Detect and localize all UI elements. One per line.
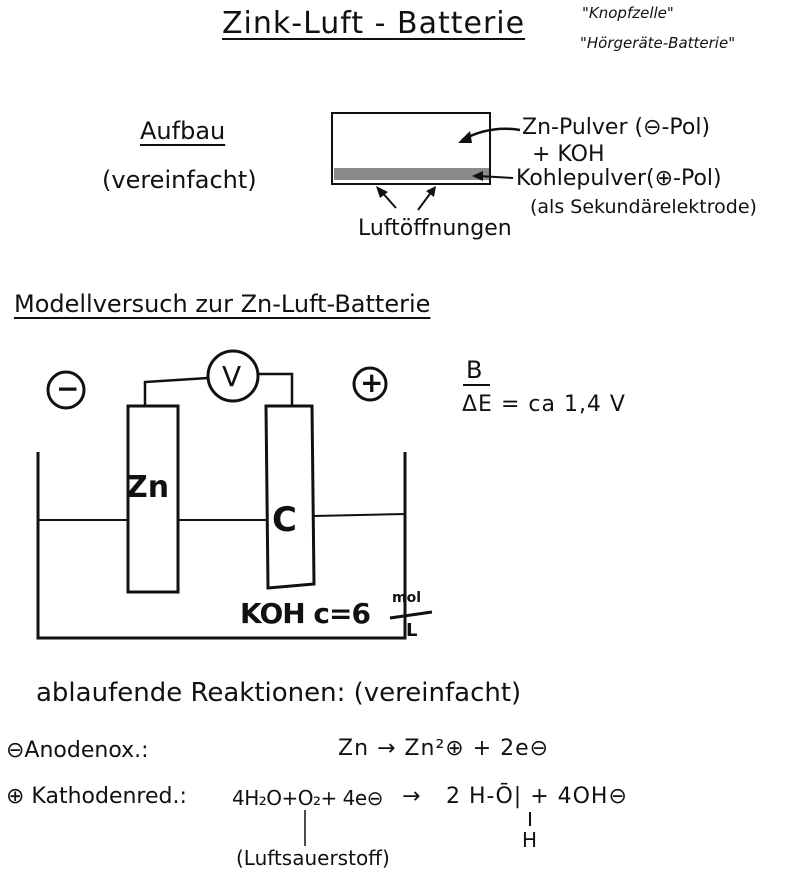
zinc-electrode [126, 404, 180, 594]
arrow-luft-right [417, 190, 433, 211]
unit-numerator: mol [392, 590, 422, 606]
anode-equation: Zn → Zn²⊕ + 2e⊖ [338, 736, 550, 761]
label-koh: + KOH [532, 142, 605, 167]
luftsauerstoff-note: (Luftsauerstoff) [236, 846, 390, 870]
wire-right [258, 372, 294, 405]
plus-pole-label: + [360, 366, 384, 399]
unit-denominator: L [406, 620, 418, 641]
label-zn-pulver: Zn-Pulver (⊖-Pol) [522, 115, 711, 140]
label-kohlepulver: Kohlepulver(⊕-Pol) [516, 166, 722, 191]
unit-fraction-line [389, 610, 433, 620]
kathode-hydrogen: H [522, 828, 538, 852]
carbon-powder-layer [334, 168, 489, 180]
minus-pole-label: − [56, 372, 80, 405]
minus-pole-icon [46, 370, 86, 410]
observation-label: B [466, 356, 483, 384]
electrode-c-label: C [272, 500, 297, 540]
title-alias-knopfzelle: "Knopfzelle" [582, 4, 674, 22]
kathode-label: ⊕ Kathodenred.: [6, 784, 187, 809]
electrolyte-label: KOH c=6 [240, 597, 371, 630]
wire-left [143, 376, 209, 405]
anode-label: ⊖Anodenox.: [6, 738, 149, 763]
aufbau-heading: Aufbau [140, 117, 226, 145]
liquid-level-right [313, 513, 406, 517]
kathode-lhs: 4H₂O+O₂+ 4e⊖ [232, 786, 383, 810]
kathode-rhs: 2 H-Ō| + 4OH⊖ [446, 784, 628, 809]
button-cell-casing [331, 112, 491, 185]
beaker [36, 452, 407, 640]
voltmeter-icon [206, 349, 260, 403]
aufbau-subheading: (vereinfacht) [102, 166, 257, 194]
page-title: Zink-Luft - Batterie [222, 6, 526, 41]
kathode-arrow: → [402, 784, 421, 809]
label-luftoeffnungen: Luftöffnungen [358, 216, 512, 241]
observation-value: ΔE = ca 1,4 V [462, 392, 626, 417]
reactions-heading: ablaufende Reaktionen: (vereinfacht) [36, 678, 522, 708]
title-alias-hoergeraet: "Hörgeräte-Batterie" [580, 34, 736, 52]
arrow-kohle-label [477, 175, 514, 179]
voltmeter-label: V [222, 360, 242, 393]
carbon-electrode [264, 404, 316, 590]
modell-heading: Modellversuch zur Zn-Luft-Batterie [14, 290, 431, 318]
plus-pole-icon [352, 366, 388, 402]
label-sekundaerelektrode: (als Sekundärelektrode) [530, 196, 757, 218]
electrode-zn-label: Zn [126, 470, 170, 505]
